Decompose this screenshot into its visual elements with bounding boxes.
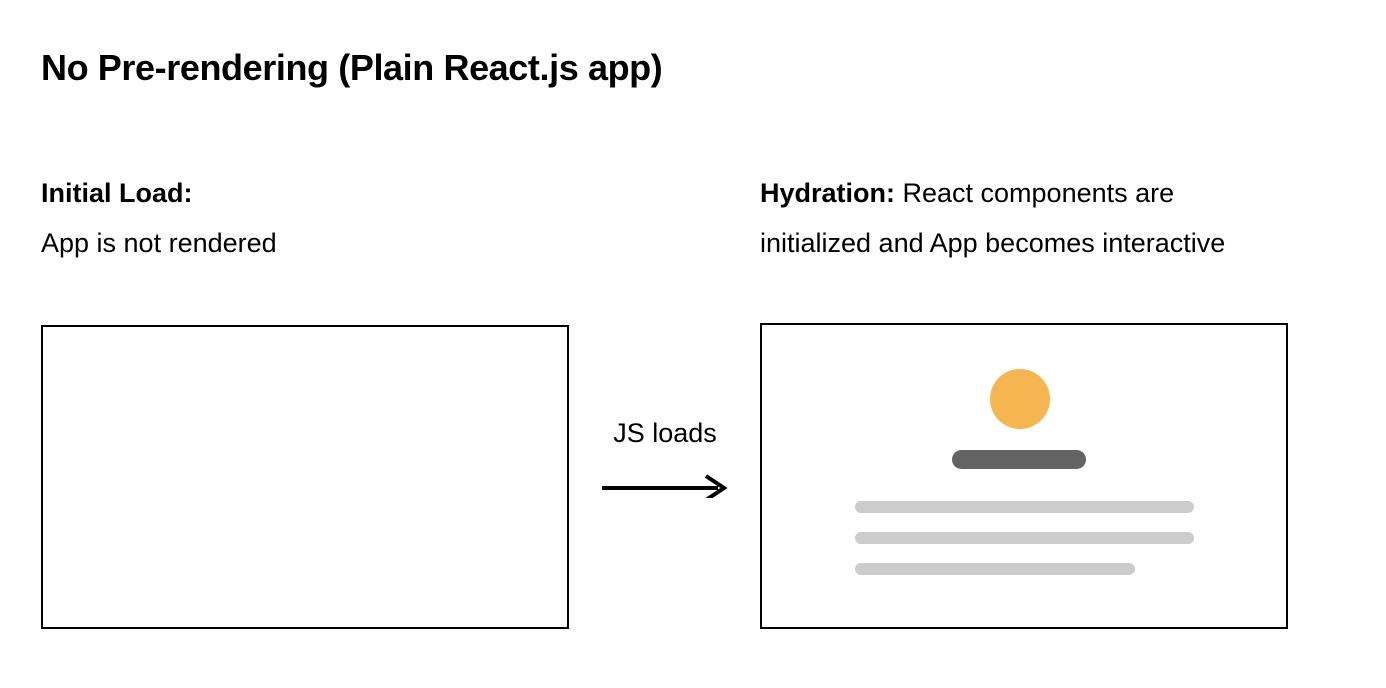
left-column-caption: Initial Load: App is not rendered bbox=[41, 168, 641, 268]
text-line-placeholder-1 bbox=[855, 501, 1194, 513]
initial-load-description: App is not rendered bbox=[41, 228, 277, 258]
page-title: No Pre-rendering (Plain React.js app) bbox=[41, 47, 663, 88]
app-skeleton bbox=[762, 325, 1286, 627]
hydration-description-first-line: React components are bbox=[895, 178, 1175, 208]
avatar-circle-placeholder bbox=[990, 369, 1050, 429]
hydration-description-second-line: initialized and App becomes interactive bbox=[760, 228, 1226, 258]
transition-group: JS loads bbox=[595, 416, 735, 502]
text-line-placeholder-2 bbox=[855, 532, 1194, 544]
hydration-heading: Hydration: React components are bbox=[760, 168, 1360, 218]
heading-bar-placeholder bbox=[952, 450, 1086, 469]
initial-load-label: Initial Load: bbox=[41, 178, 193, 208]
hydrated-browser-frame bbox=[760, 323, 1288, 629]
hydration-label: Hydration: bbox=[760, 178, 895, 208]
initial-load-heading: Initial Load: bbox=[41, 168, 641, 218]
empty-browser-frame bbox=[41, 325, 569, 629]
arrow-right-icon bbox=[595, 472, 735, 502]
text-line-placeholder-3 bbox=[855, 563, 1135, 575]
js-loads-label: JS loads bbox=[613, 418, 717, 448]
right-column-caption: Hydration: React components are initiali… bbox=[760, 168, 1360, 268]
